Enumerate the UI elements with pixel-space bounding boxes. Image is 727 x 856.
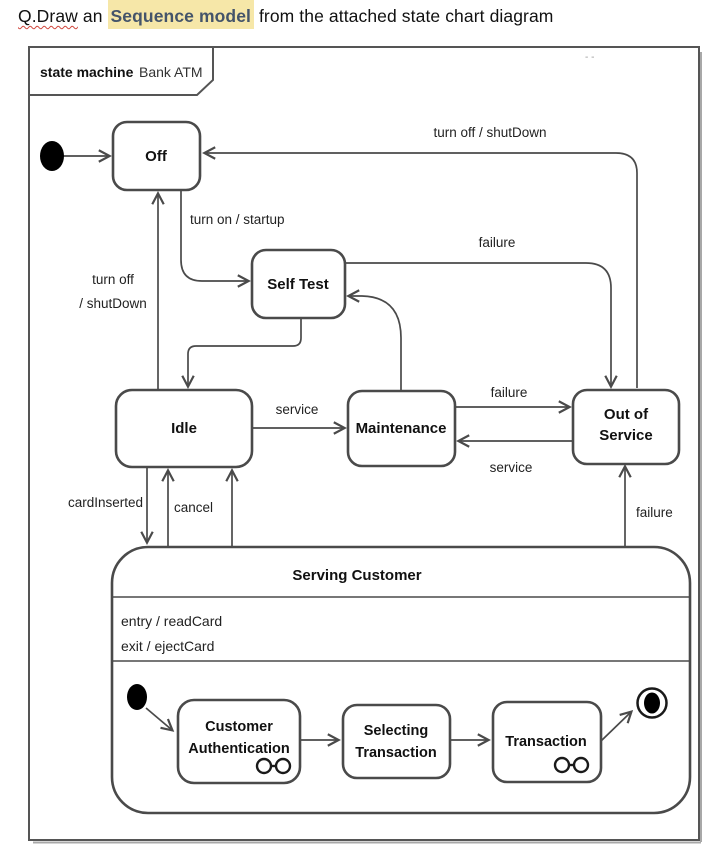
- question-word-flagged: Q.Draw: [18, 6, 78, 26]
- question-mid: an: [77, 6, 108, 26]
- submachine-icon: [255, 757, 292, 775]
- state-oos-label-line2: Service: [599, 427, 652, 444]
- state-selecting-label-line2: Transaction: [355, 745, 436, 761]
- label-service-idle-maintenance: service: [276, 402, 319, 417]
- transition-inner-initial-to-auth: [145, 707, 175, 732]
- state-customer-auth-label-line1: Customer: [205, 719, 273, 735]
- label-card-inserted: cardInserted: [68, 495, 143, 510]
- question-highlighted-phrase: Sequence model: [107, 0, 254, 29]
- label-turn-off-left-line1: turn off: [92, 272, 134, 287]
- state-out-of-service: [571, 388, 681, 466]
- state-transaction-label: Transaction: [505, 734, 586, 750]
- transition-off-to-selftest: [180, 190, 251, 288]
- state-idle: [114, 388, 254, 469]
- state-self-test: [250, 248, 347, 320]
- label-cancel: cancel: [174, 500, 213, 515]
- frame-title-tab: [28, 46, 214, 96]
- label-turn-off-shutdown-top: turn off / shutDown: [433, 125, 546, 140]
- state-idle-label: Idle: [171, 420, 197, 437]
- transition-maintenance-to-selftest: [346, 289, 402, 391]
- submachine-icon: [553, 756, 590, 774]
- transition-transaction-to-final: [600, 709, 634, 742]
- entry-action-label: entry / readCard: [121, 613, 222, 629]
- diagram-frame: [28, 46, 700, 841]
- label-failure-maintenance-oos: failure: [491, 385, 528, 400]
- state-self-test-label: Self Test: [267, 276, 328, 293]
- question-rest: from the attached state chart diagram: [253, 6, 554, 26]
- transition-selftest-to-idle: [181, 318, 302, 389]
- label-turn-on-startup: turn on / startup: [190, 212, 285, 227]
- inner-initial-state-icon: [127, 684, 147, 710]
- state-customer-auth-label-line2: Authentication: [188, 741, 290, 757]
- state-serving-customer-title: Serving Customer: [292, 567, 421, 584]
- state-maintenance: [346, 389, 457, 468]
- state-off: [111, 120, 202, 192]
- initial-state-icon: [40, 141, 64, 171]
- transition-selftest-to-oos: [345, 262, 618, 389]
- artifact-dots: ‐ ‐: [585, 52, 594, 63]
- label-failure-selftest: failure: [479, 235, 516, 250]
- label-failure-serving-oos: failure: [636, 505, 673, 520]
- state-oos-label-line1: Out of: [604, 406, 649, 423]
- state-off-label: Off: [145, 148, 168, 165]
- state-maintenance-label: Maintenance: [356, 420, 447, 437]
- transition-oos-to-off: [202, 146, 638, 388]
- exit-action-label: exit / ejectCard: [121, 638, 214, 654]
- state-selecting-label-line1: Selecting: [364, 723, 428, 739]
- frame-name: Bank ATM: [139, 64, 203, 80]
- label-turn-off-left-line2: / shutDown: [79, 296, 147, 311]
- final-state-icon: [636, 687, 668, 719]
- label-service-oos-maintenance: service: [490, 460, 533, 475]
- state-selecting-transaction: [341, 703, 452, 780]
- frame-keyword: state machine: [40, 64, 134, 80]
- question-line: Q.Draw an Sequence model from the attach…: [18, 0, 554, 29]
